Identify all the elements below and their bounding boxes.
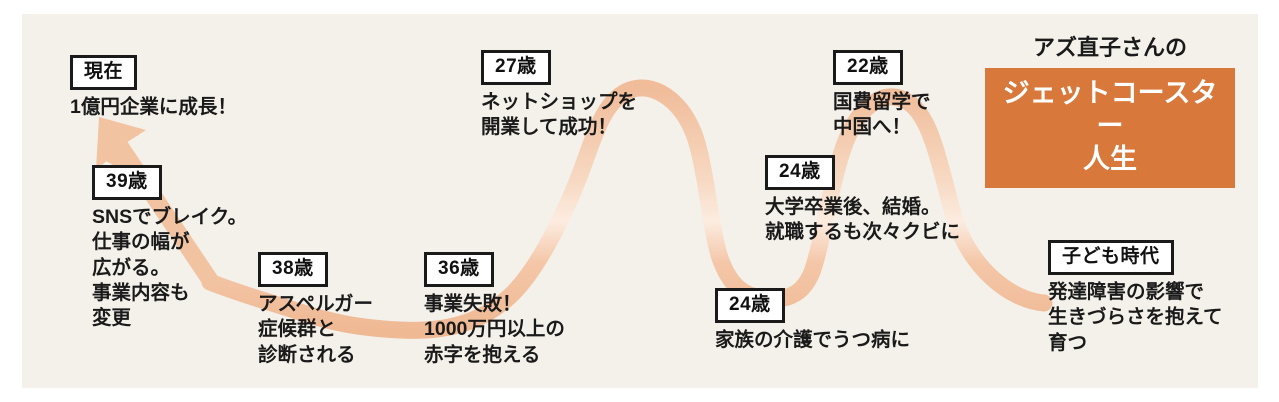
node-description-age22: 国費留学で 中国へ！: [833, 91, 931, 139]
age-badge-wrap: 27歳: [481, 50, 637, 85]
node-description-childhood: 発達障害の影響で 生きづらさを抱えて 育つ: [1048, 281, 1223, 354]
node-description-age24-depression: 家族の介護でうつ病に: [715, 329, 911, 351]
timeline-node-age36: 36歳 事業失敗！ 1000万円以上の 赤字を抱える: [424, 252, 565, 368]
age-badge-wrap: 子ども時代: [1048, 240, 1223, 275]
age-badge-wrap: 24歳: [715, 288, 910, 323]
node-description-age24-marriage: 大学卒業後、結婚。 就職するも次々クビに: [765, 196, 961, 244]
timeline-node-age38: 38歳 アスペルガー 症候群と 診断される: [258, 252, 373, 368]
age-badge-age39: 39歳: [92, 165, 162, 200]
age-badge-wrap: 現在: [70, 55, 237, 90]
node-description-age38: アスペルガー 症候群と 診断される: [258, 293, 374, 366]
timeline-node-age24-marriage: 24歳 大学卒業後、結婚。 就職するも次々クビに: [765, 155, 960, 246]
age-badge-age22: 22歳: [833, 50, 903, 85]
title-main: ジェットコースター 人生: [985, 68, 1235, 188]
node-description-age27: ネットショップを 開業して成功！: [481, 91, 638, 139]
title-subtitle: アズ直子さんの: [1032, 35, 1187, 60]
age-badge-wrap: 24歳: [765, 155, 960, 190]
age-badge-wrap: 39歳: [92, 165, 247, 200]
timeline-node-childhood: 子ども時代 発達障害の影響で 生きづらさを抱えて 育つ: [1048, 240, 1223, 356]
timeline-node-age22: 22歳 国費留学で 中国へ！: [833, 50, 931, 141]
age-badge-wrap: 36歳: [424, 252, 565, 287]
age-badge-wrap: 38歳: [258, 252, 373, 287]
age-badge-age24-marriage: 24歳: [765, 155, 835, 190]
node-description-age39: SNSでブレイク。 仕事の幅が 広がる。 事業内容も 変更: [92, 206, 248, 330]
node-description-present: 1億円企業に成長！: [70, 96, 237, 118]
age-badge-present: 現在: [70, 55, 138, 90]
node-description-age36: 事業失敗！ 1000万円以上の 赤字を抱える: [424, 293, 565, 366]
age-badge-age24-depression: 24歳: [715, 288, 785, 323]
age-badge-age36: 36歳: [424, 252, 494, 287]
age-badge-age27: 27歳: [481, 50, 551, 85]
timeline-node-present: 現在 1億円企業に成長！: [70, 55, 237, 120]
age-badge-childhood: 子ども時代: [1048, 240, 1174, 275]
timeline-node-age24-depression: 24歳 家族の介護でうつ病に: [715, 288, 910, 353]
age-badge-wrap: 22歳: [833, 50, 931, 85]
timeline-node-age39: 39歳 SNSでブレイク。 仕事の幅が 広がる。 事業内容も 変更: [92, 165, 247, 332]
title-block: アズ直子さんの ジェットコースター 人生: [985, 30, 1235, 188]
age-badge-age38: 38歳: [258, 252, 328, 287]
timeline-node-age27: 27歳 ネットショップを 開業して成功！: [481, 50, 637, 141]
